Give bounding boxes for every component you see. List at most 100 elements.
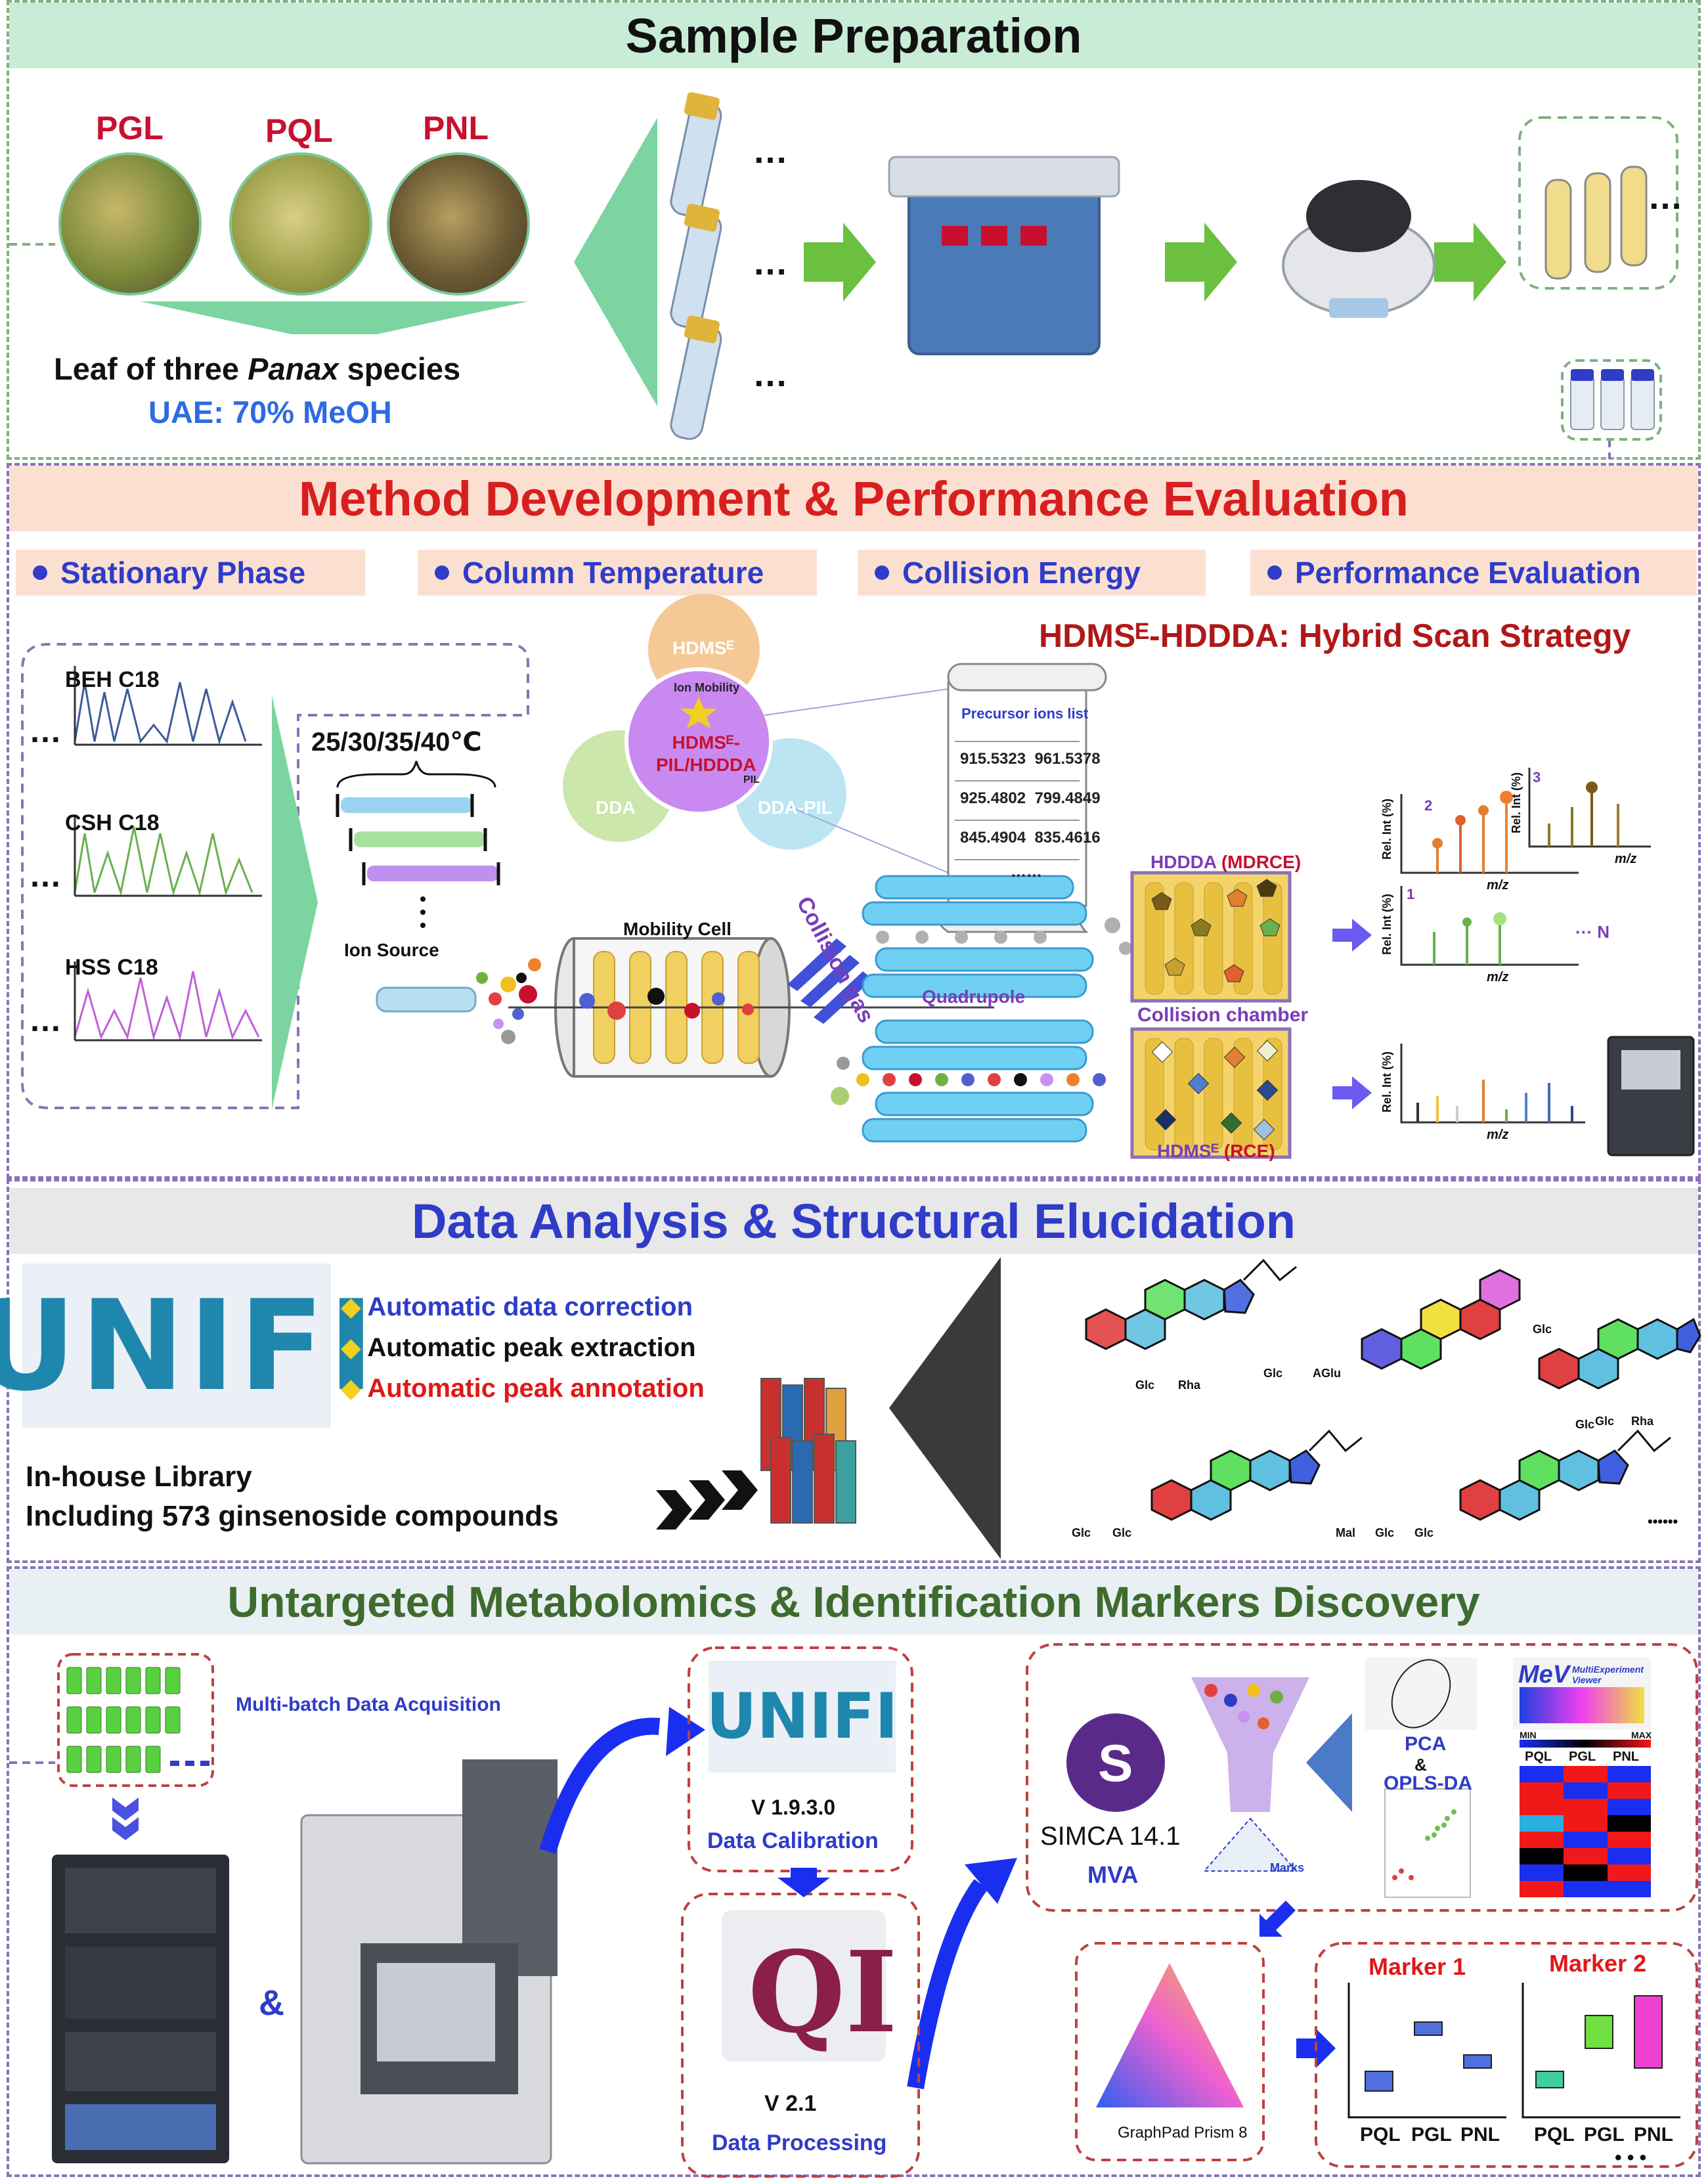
spectrum-number-2: 2 <box>1424 797 1433 814</box>
precursor-mz: 925.4802 <box>960 789 1026 807</box>
marker-1-group-pgl: PGL <box>1411 2124 1452 2146</box>
diamond-icon: ◆ <box>341 1333 361 1362</box>
bullet-icon <box>33 565 47 580</box>
column-label-beh: BEH C18 <box>65 667 160 692</box>
qi-version: V 2.1 <box>764 2091 817 2116</box>
tab-label: Collision Energy <box>902 556 1141 590</box>
struct-label: Rha <box>1631 1415 1654 1428</box>
tube-dots-3: … <box>753 355 788 394</box>
precursor-title: Precursor ions list <box>961 705 1089 722</box>
sample-preparation-graphics <box>9 92 1678 462</box>
struct-label: Glc <box>1072 1526 1091 1539</box>
tab-performance-evaluation: Performance Evaluation <box>1250 550 1697 596</box>
metabolomics-graphics <box>9 1643 1698 2178</box>
ellipsis-hss: … <box>29 1002 62 1038</box>
unifi-logo: UNIFI <box>0 1264 374 1428</box>
marker-2-group-pgl: PGL <box>1584 2124 1625 2146</box>
hdmse-label: HDMSᴱ <box>1157 1141 1224 1161</box>
pca-label: PCA <box>1405 1733 1447 1755</box>
feature-label: Automatic peak extraction <box>367 1333 696 1362</box>
method-development-graphics <box>21 594 1695 1159</box>
circle-hdmse: HDMSᴱ <box>672 638 735 658</box>
library-line-2: Including 573 ginsenoside compounds <box>26 1500 559 1532</box>
oplsda-label: OPLS-DA <box>1384 1773 1472 1794</box>
pca-amp-label: & <box>1414 1755 1427 1774</box>
bullet-icon <box>1267 565 1282 580</box>
diamond-icon: ◆ <box>341 1292 361 1321</box>
tab-label: Column Temperature <box>462 556 764 590</box>
struct-label: AGlu <box>1313 1367 1341 1380</box>
vial-dots: … <box>1648 177 1683 217</box>
heatmap-col-pgl: PGL <box>1569 1750 1596 1764</box>
circle-hdmse-pil-hdddda: HDMSᴱ- PIL/HDDDA <box>656 732 756 775</box>
spectrum-x-label-4: m/z <box>1487 1128 1509 1142</box>
simca-logo-letter: S <box>1098 1734 1133 1792</box>
tube-dots-1: … <box>753 131 788 171</box>
leaf-caption-a: Leaf of three <box>54 351 248 386</box>
spectrum-number-3: 3 <box>1533 769 1541 785</box>
hdddda-label: HDDDA <box>1150 852 1221 872</box>
precursor-mz: 915.5323 <box>960 750 1026 768</box>
collision-chamber-label: Collision chamber <box>1137 1004 1309 1026</box>
precursor-row-3: 845.4904 835.4616 <box>960 829 1101 847</box>
spectrum-y-label-3: Rel. Int (%) <box>1380 894 1393 955</box>
struct-label: Glc <box>1135 1378 1155 1392</box>
simca-label: SIMCA 14.1 <box>1040 1822 1181 1851</box>
pnl-leaf-image <box>387 152 530 296</box>
hdmse-rce-label: HDMSᴱ (RCE) <box>1157 1141 1275 1162</box>
precursor-mz: 835.4616 <box>1034 829 1101 847</box>
sample-preparation-title: Sample Preparation <box>9 3 1698 68</box>
rce-label: (RCE) <box>1223 1141 1275 1161</box>
feature-data-correction: ◆ Automatic data correction <box>341 1292 693 1322</box>
struct-label: Mal <box>1336 1526 1356 1539</box>
spectrum-y-label-2: Rel. Int (%) <box>1510 772 1523 833</box>
spectrum-number-1: 1 <box>1407 886 1415 902</box>
data-analysis-title: Data Analysis & Structural Elucidation <box>9 1188 1698 1254</box>
marker-1-group-pql: PQL <box>1360 2124 1401 2146</box>
tab-label: Performance Evaluation <box>1295 556 1641 590</box>
bullet-icon <box>875 565 889 580</box>
pql-leaf-image <box>229 152 372 296</box>
circle-dda-pil: DDA-PIL <box>758 797 833 818</box>
method-development-title: Method Development & Performance Evaluat… <box>9 466 1698 531</box>
struct-label: Glc <box>1595 1415 1615 1428</box>
qi-logo: QI <box>748 1927 898 2058</box>
data-calibration-label: Data Calibration <box>707 1828 879 1853</box>
unifi-small-logo: UNIFI <box>706 1661 898 1773</box>
spectrum-y-label-4: Rel. Int (%) <box>1380 1051 1393 1113</box>
data-processing-label: Data Processing <box>712 2130 887 2155</box>
struct-label: Glc <box>1414 1526 1434 1539</box>
spectrum-x-label-2: m/z <box>1615 852 1637 866</box>
unifi-logo-text: UNIFI <box>0 1273 379 1419</box>
unifi-small-logo-text: UNIFI <box>706 1681 898 1753</box>
marker-2-group-pql: PQL <box>1534 2124 1575 2146</box>
method-development-section: Method Development & Performance Evaluat… <box>7 463 1701 1179</box>
ion-source-label: Ion Source <box>344 940 439 960</box>
marker-1-title: Marker 1 <box>1369 1953 1466 1980</box>
data-analysis-section: Data Analysis & Structural Elucidation U… <box>0 1179 1701 1563</box>
column-label-hss: HSS C18 <box>65 955 158 980</box>
precursor-mz: 799.4849 <box>1034 789 1101 807</box>
leaf-caption-genus: Panax <box>248 351 339 386</box>
heatmap-min: MIN <box>1520 1730 1537 1740</box>
tab-label: Stationary Phase <box>60 556 306 590</box>
tab-column-temperature: Column Temperature <box>418 550 817 596</box>
spectrum-x-label-3: m/z <box>1487 970 1509 984</box>
mva-label: MVA <box>1087 1861 1139 1888</box>
circle-pil: PIL <box>743 774 760 785</box>
mev-logo: MeV <box>1518 1661 1570 1688</box>
leaf-caption-b: species <box>338 351 461 386</box>
struct-label: Rha <box>1178 1378 1201 1392</box>
marker-1-group-pnl: PNL <box>1460 2124 1500 2146</box>
mev-subtitle: MultiExperiment Viewer <box>1572 1664 1644 1685</box>
spectrum-x-label-1: m/z <box>1487 878 1509 892</box>
unifi-version: V 1.9.3.0 <box>751 1795 836 1819</box>
diamond-icon: ◆ <box>341 1374 361 1403</box>
circle-ion-mobility: Ion Mobility <box>674 681 739 694</box>
hybrid-scan-strategy-label: HDMSᴱ-HDDDA: Hybrid Scan Strategy <box>1039 617 1631 654</box>
heatmap-max: MAX <box>1631 1730 1652 1740</box>
struct-label: Glc <box>1375 1526 1395 1539</box>
marks-label: Marks <box>1270 1861 1305 1874</box>
circle-dda: DDA <box>596 797 636 818</box>
ellipsis-beh: … <box>29 713 62 749</box>
